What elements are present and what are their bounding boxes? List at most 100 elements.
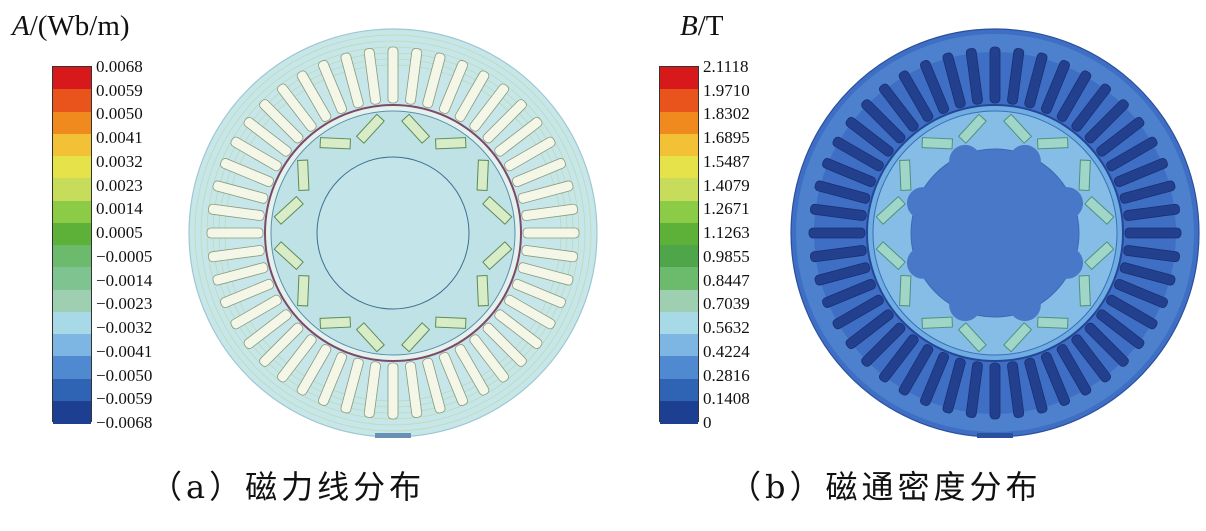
- colorbar-tick-label: 0.4224: [703, 341, 750, 361]
- slot-shape: [259, 99, 304, 144]
- stator-slot: [879, 334, 919, 383]
- colorbar-segment: [53, 133, 91, 157]
- flux-contour: [200, 40, 586, 426]
- stator-slot: [861, 322, 906, 367]
- colorbar-segment: [660, 67, 698, 90]
- colorbar-tick-label: 0.2816: [703, 365, 750, 385]
- colorbar-segment: [660, 356, 698, 379]
- colorbar-segment: [53, 67, 91, 90]
- stator-slot: [1024, 52, 1048, 109]
- stator-slot: [504, 136, 556, 172]
- rotor-pole: [1003, 316, 1069, 353]
- colorbar-tick-label: 1.1263: [703, 223, 750, 243]
- stator-slot: [810, 203, 867, 221]
- slot-shape: [1007, 361, 1025, 418]
- slot-shape: [810, 245, 867, 263]
- magnet-right: [297, 159, 310, 191]
- slot-shape: [454, 70, 490, 122]
- stator-slot: [259, 322, 304, 367]
- stator-slot: [522, 227, 580, 239]
- stator-key: [977, 433, 1013, 438]
- slot-shape: [522, 227, 580, 239]
- slot-shape: [1096, 117, 1145, 157]
- rotor-lobe: [949, 144, 982, 177]
- magnet-left: [401, 113, 431, 144]
- slot-shape: [363, 48, 381, 105]
- stator-slot: [1114, 278, 1168, 308]
- magnet-right: [273, 241, 304, 271]
- stator-slot: [861, 99, 906, 144]
- slot-shape: [387, 362, 399, 420]
- magnet-right: [482, 195, 513, 225]
- slot-shape: [482, 99, 527, 144]
- magnet-right: [435, 137, 467, 150]
- slot-shape: [1096, 309, 1145, 349]
- magnet-left: [482, 241, 513, 271]
- slot-shape: [822, 278, 876, 308]
- slot-shape: [340, 357, 364, 414]
- magnet-right: [1003, 322, 1033, 353]
- slot-shape: [808, 227, 866, 239]
- stator-slot: [521, 245, 578, 263]
- motor-cross-section-a: [188, 28, 598, 438]
- colorbar-segment: [53, 334, 91, 357]
- rotor-pole: [319, 316, 385, 353]
- slot-shape: [1071, 83, 1111, 132]
- magnet-left: [1078, 159, 1091, 191]
- stator-slot: [494, 117, 543, 157]
- stator-slot: [318, 60, 348, 114]
- legend-title-var-a: A: [12, 10, 30, 42]
- magnet-right: [1084, 195, 1115, 225]
- colorbar-tick-label: −0.0059: [96, 389, 153, 409]
- slot-shape: [494, 117, 543, 157]
- legend-title-unit-a: /(Wb/m): [29, 10, 130, 42]
- slot-shape: [230, 294, 282, 330]
- rotor-lobe: [1008, 289, 1041, 322]
- magnet-left: [435, 316, 467, 329]
- slot-shape: [1119, 262, 1176, 286]
- stator-slot: [405, 48, 423, 105]
- slot-shape: [942, 357, 966, 414]
- stator-slot: [243, 117, 292, 157]
- slot-shape: [212, 262, 269, 286]
- stator-slot: [454, 344, 490, 396]
- stator-slot: [1124, 227, 1182, 239]
- slot-shape: [277, 83, 317, 132]
- slot-shape: [1106, 136, 1158, 172]
- stator-slot: [482, 99, 527, 144]
- stator-slot: [832, 136, 884, 172]
- stator-slot: [517, 262, 574, 286]
- rotor-pole: [921, 316, 987, 353]
- stator-slot: [1056, 70, 1092, 122]
- colorbar-tick-label: −0.0041: [96, 341, 153, 361]
- stator-slot: [512, 158, 566, 188]
- slot-shape: [1119, 180, 1176, 204]
- slot-shape: [482, 322, 527, 367]
- colorbar-tick-label: −0.0032: [96, 318, 153, 338]
- slot-shape: [277, 334, 317, 383]
- magnet-right: [899, 159, 912, 191]
- slot-shape: [1106, 294, 1158, 330]
- stator-slot: [296, 344, 332, 396]
- stator-slot: [1084, 322, 1129, 367]
- slot-shape: [832, 136, 884, 172]
- colorbar-tick-label: 2.1118: [703, 57, 749, 76]
- stator-slot: [1114, 158, 1168, 188]
- slot-shape: [504, 136, 556, 172]
- stator-slot: [822, 278, 876, 308]
- colorbar-tick-label: 0.0005: [96, 223, 143, 243]
- slot-shape: [296, 344, 332, 396]
- stator-slot: [989, 46, 1001, 104]
- rotor-pole: [921, 113, 987, 150]
- colorbar-tick-label: −0.0023: [96, 294, 153, 314]
- stator-slot: [363, 361, 381, 418]
- stator-slot: [965, 48, 983, 105]
- rotor-pole: [1078, 241, 1115, 307]
- slot-shape: [517, 180, 574, 204]
- stator-slot: [814, 180, 871, 204]
- colorbar-tick-label: −0.0005: [96, 246, 153, 266]
- colorbar-segment: [53, 289, 91, 313]
- slot-shape: [1114, 158, 1168, 188]
- rotor-pole: [273, 241, 310, 307]
- stator-slot: [212, 262, 269, 286]
